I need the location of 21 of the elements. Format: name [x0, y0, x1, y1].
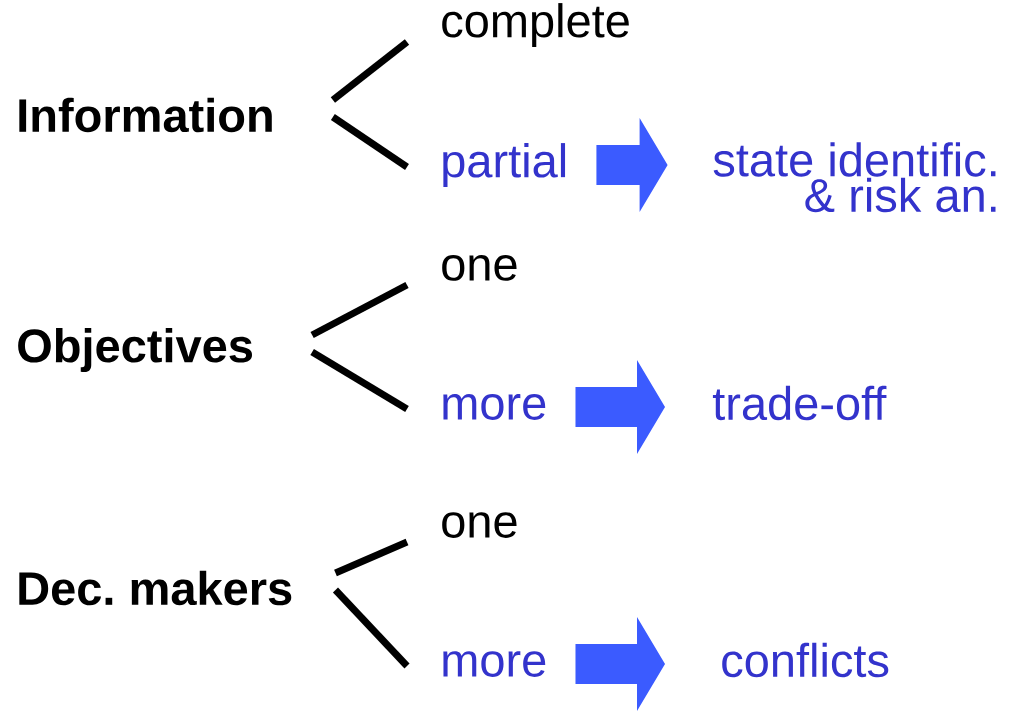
option-label: more [443, 394, 546, 420]
category-label: Information [19, 97, 272, 133]
block-arrow [596, 118, 668, 212]
outcome-label: conflicts [722, 642, 889, 678]
branch-line [332, 587, 410, 669]
category-label: Objectives [18, 328, 252, 372]
branch-line [330, 39, 410, 103]
outcome-label: trade-off [712, 385, 887, 421]
block-arrow [575, 617, 665, 711]
branch-line [310, 349, 409, 412]
option-label: more [443, 651, 546, 677]
block-arrow [575, 360, 665, 454]
branch-line [330, 114, 409, 170]
category-label: Dec. makers [19, 570, 292, 606]
option-label: partial [443, 143, 566, 187]
outcome-label: state identific. & risk an. [713, 142, 996, 213]
branch-line [334, 538, 409, 577]
option-label: one [442, 512, 517, 538]
option-label: one [442, 255, 517, 281]
option-label: complete [442, 3, 629, 47]
branch-line [310, 281, 409, 339]
